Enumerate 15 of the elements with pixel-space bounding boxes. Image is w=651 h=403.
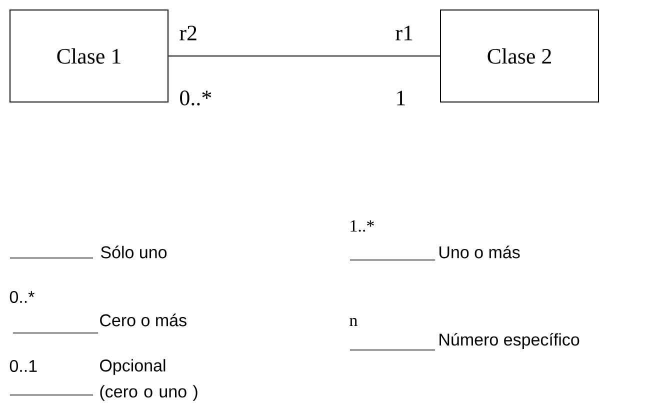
legend-text: Sólo uno xyxy=(100,246,167,258)
multiplicity: 1..* xyxy=(350,220,374,232)
role-name: r1 xyxy=(396,26,412,40)
legend-text: Cero o más xyxy=(100,314,186,326)
multiplicity: 1 xyxy=(397,90,405,106)
legend-text: Opcional (cero o uno ) xyxy=(100,359,198,401)
multiplicity: n xyxy=(350,318,358,326)
multiplicity: 0..* xyxy=(10,290,34,304)
legend-text: Número específico xyxy=(440,332,580,350)
multiplicity: 0..* xyxy=(180,90,212,106)
class-box: Clase 2 xyxy=(440,10,599,102)
class-box: Clase 1 xyxy=(10,10,168,102)
legend-text: Uno o más xyxy=(440,246,520,258)
role-name: r2 xyxy=(180,26,196,40)
multiplicity: 0..1 xyxy=(10,360,37,372)
